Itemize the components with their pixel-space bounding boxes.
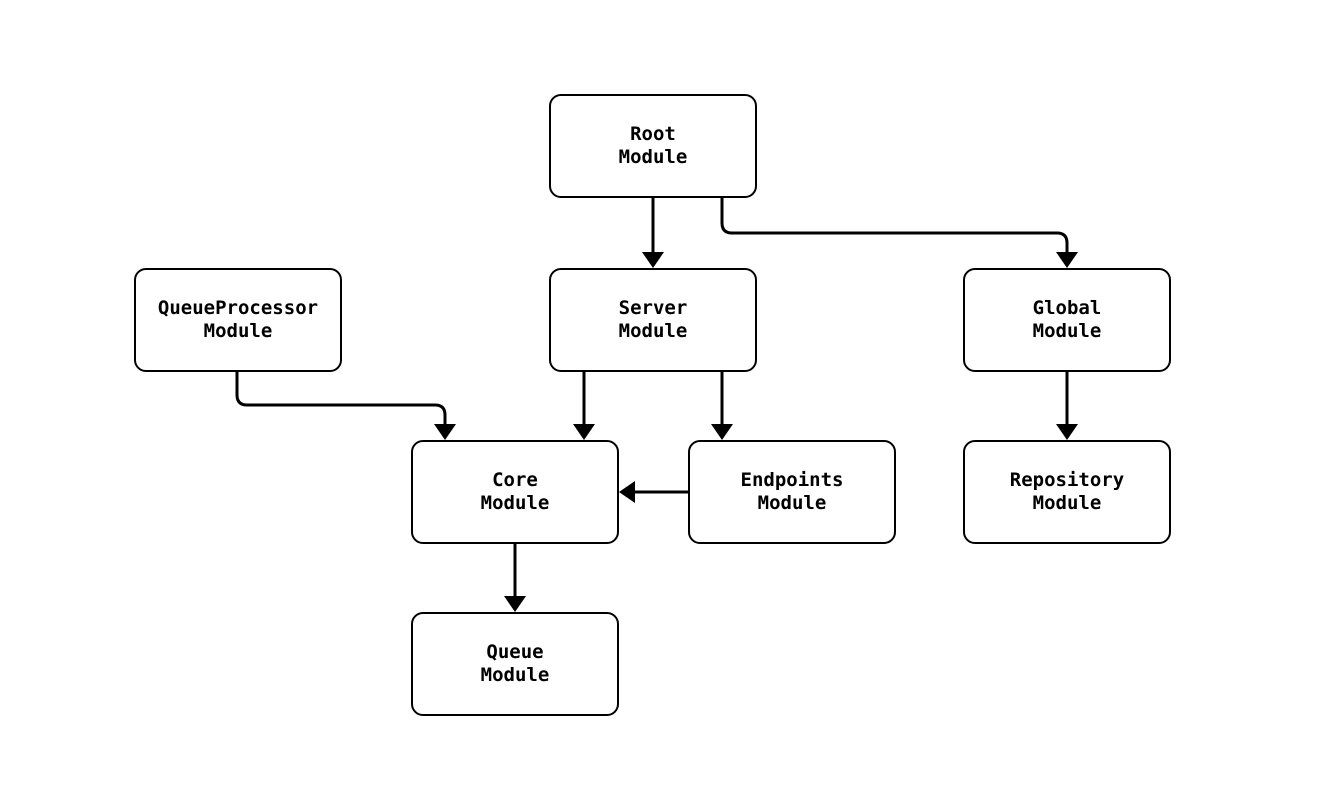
node-queueprocessor-module-line2: Module — [203, 320, 273, 342]
node-server-module: Server Module — [549, 268, 757, 372]
node-repository-module-line1: Repository — [1009, 469, 1125, 491]
arrowhead-queueprocessor-to-core — [434, 424, 456, 440]
node-server-module-line1: Server — [618, 297, 688, 319]
node-queue-module-line1: Queue — [486, 641, 544, 663]
node-global-module: Global Module — [963, 268, 1171, 372]
node-global-module-line1: Global — [1032, 297, 1102, 319]
node-queueprocessor-module: QueueProcessor Module — [134, 268, 342, 372]
node-endpoints-module-line2: Module — [757, 492, 827, 514]
arrowhead-endpoints-to-core — [619, 481, 635, 503]
node-endpoints-module-line1: Endpoints — [740, 469, 844, 491]
node-repository-module: Repository Module — [963, 440, 1171, 544]
node-root-module-line1: Root — [630, 123, 676, 145]
node-server-module-line2: Module — [618, 320, 688, 342]
node-core-module-line2: Module — [480, 492, 550, 514]
arrowhead-root-to-global — [1056, 252, 1078, 268]
arrowhead-server-to-endpoints — [711, 424, 733, 440]
arrowhead-global-to-repository — [1056, 424, 1078, 440]
node-queue-module: Queue Module — [411, 612, 619, 716]
edge-queueprocessor-to-core — [235, 372, 447, 424]
node-repository-module-line2: Module — [1032, 492, 1102, 514]
node-endpoints-module: Endpoints Module — [688, 440, 896, 544]
arrowhead-server-to-core — [573, 424, 595, 440]
arrowhead-root-to-server — [642, 252, 664, 268]
node-queueprocessor-module-line1: QueueProcessor — [157, 297, 319, 319]
node-root-module: Root Module — [549, 94, 757, 198]
edge-root-to-global — [720, 198, 1069, 252]
node-core-module: Core Module — [411, 440, 619, 544]
node-root-module-line2: Module — [618, 146, 688, 168]
node-global-module-line2: Module — [1032, 320, 1102, 342]
arrowhead-core-to-queue — [504, 596, 526, 612]
node-queue-module-line2: Module — [480, 664, 550, 686]
node-core-module-line1: Core — [492, 469, 538, 491]
